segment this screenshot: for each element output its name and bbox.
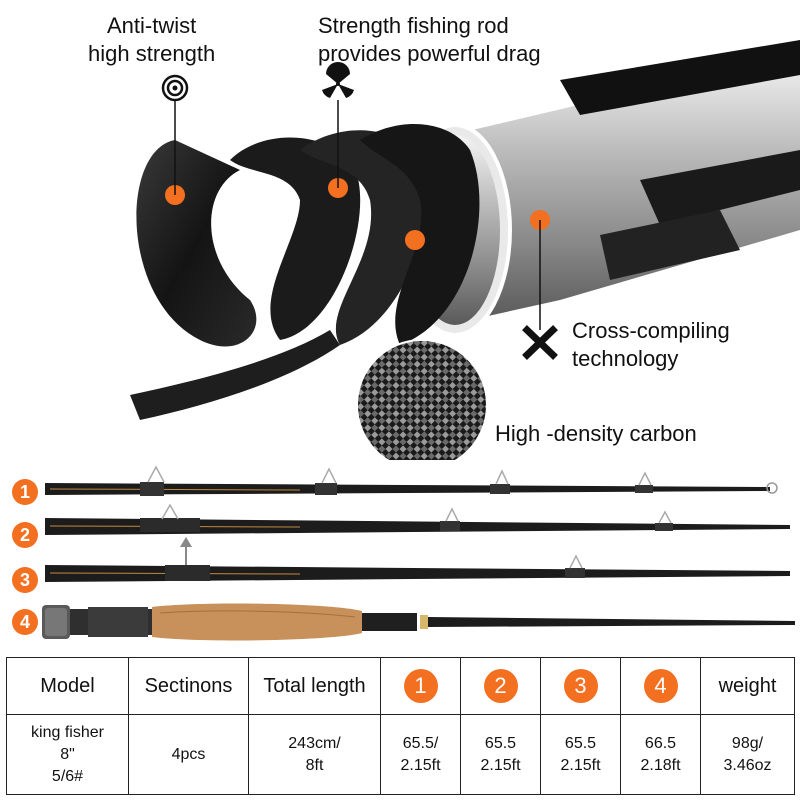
carbon-layers-illustration [130,40,800,460]
header-section-4: 4 [620,657,701,715]
rod-section-3 [45,537,790,582]
rod-section-4-handle [42,603,795,641]
cell-section-4: 66.5 2.18ft [620,714,701,795]
rod-section-2 [45,503,790,535]
cross-compiling-label: Cross-compiling technology [572,318,730,371]
trefoil-icon [322,62,354,98]
cross-icon [522,325,558,360]
header-section-1: 1 [380,657,461,715]
table-header-row: Model Sectinons Total length 1 2 3 4 wei… [6,657,795,715]
rod-badge-3: 3 [12,567,38,593]
cell-weight: 98g/ 3.46oz [700,714,795,795]
header-section-2: 2 [460,657,541,715]
rod-badge-4: 4 [12,609,38,635]
rod-badge-1: 1 [12,479,38,505]
cell-section-1: 65.5/ 2.15ft [380,714,461,795]
rod-sections-illustration [42,465,795,641]
cell-sections: 4pcs [128,714,249,795]
rod-section-1 [45,465,778,496]
header-section-3: 3 [540,657,621,715]
section-4-badge: 4 [643,669,678,703]
cell-section-2: 65.5 2.15ft [460,714,541,795]
carbon-label: High -density carbon [495,421,697,446]
section-1-badge: 1 [403,669,438,703]
section-3-badge: 3 [563,669,598,703]
header-sections: Sectinons [128,657,249,715]
anti-twist-label: Anti-twist high strength [88,13,216,66]
header-total-length: Total length [248,657,381,715]
target-icon [161,74,189,102]
header-weight: weight [700,657,795,715]
cell-section-3: 65.5 2.15ft [540,714,621,795]
cell-model: king fisher 8" 5/6# [6,714,129,795]
spec-table: Model Sectinons Total length 1 2 3 4 wei… [6,657,795,795]
header-model: Model [6,657,129,715]
rod-badge-2: 2 [12,522,38,548]
strength-label: Strength fishing rod provides powerful d… [318,13,541,66]
table-row: king fisher 8" 5/6# 4pcs 243cm/ 8ft 65.5… [6,714,795,795]
carbon-weave-icon [356,339,488,460]
cell-total-length: 243cm/ 8ft [248,714,381,795]
section-2-badge: 2 [483,669,518,703]
